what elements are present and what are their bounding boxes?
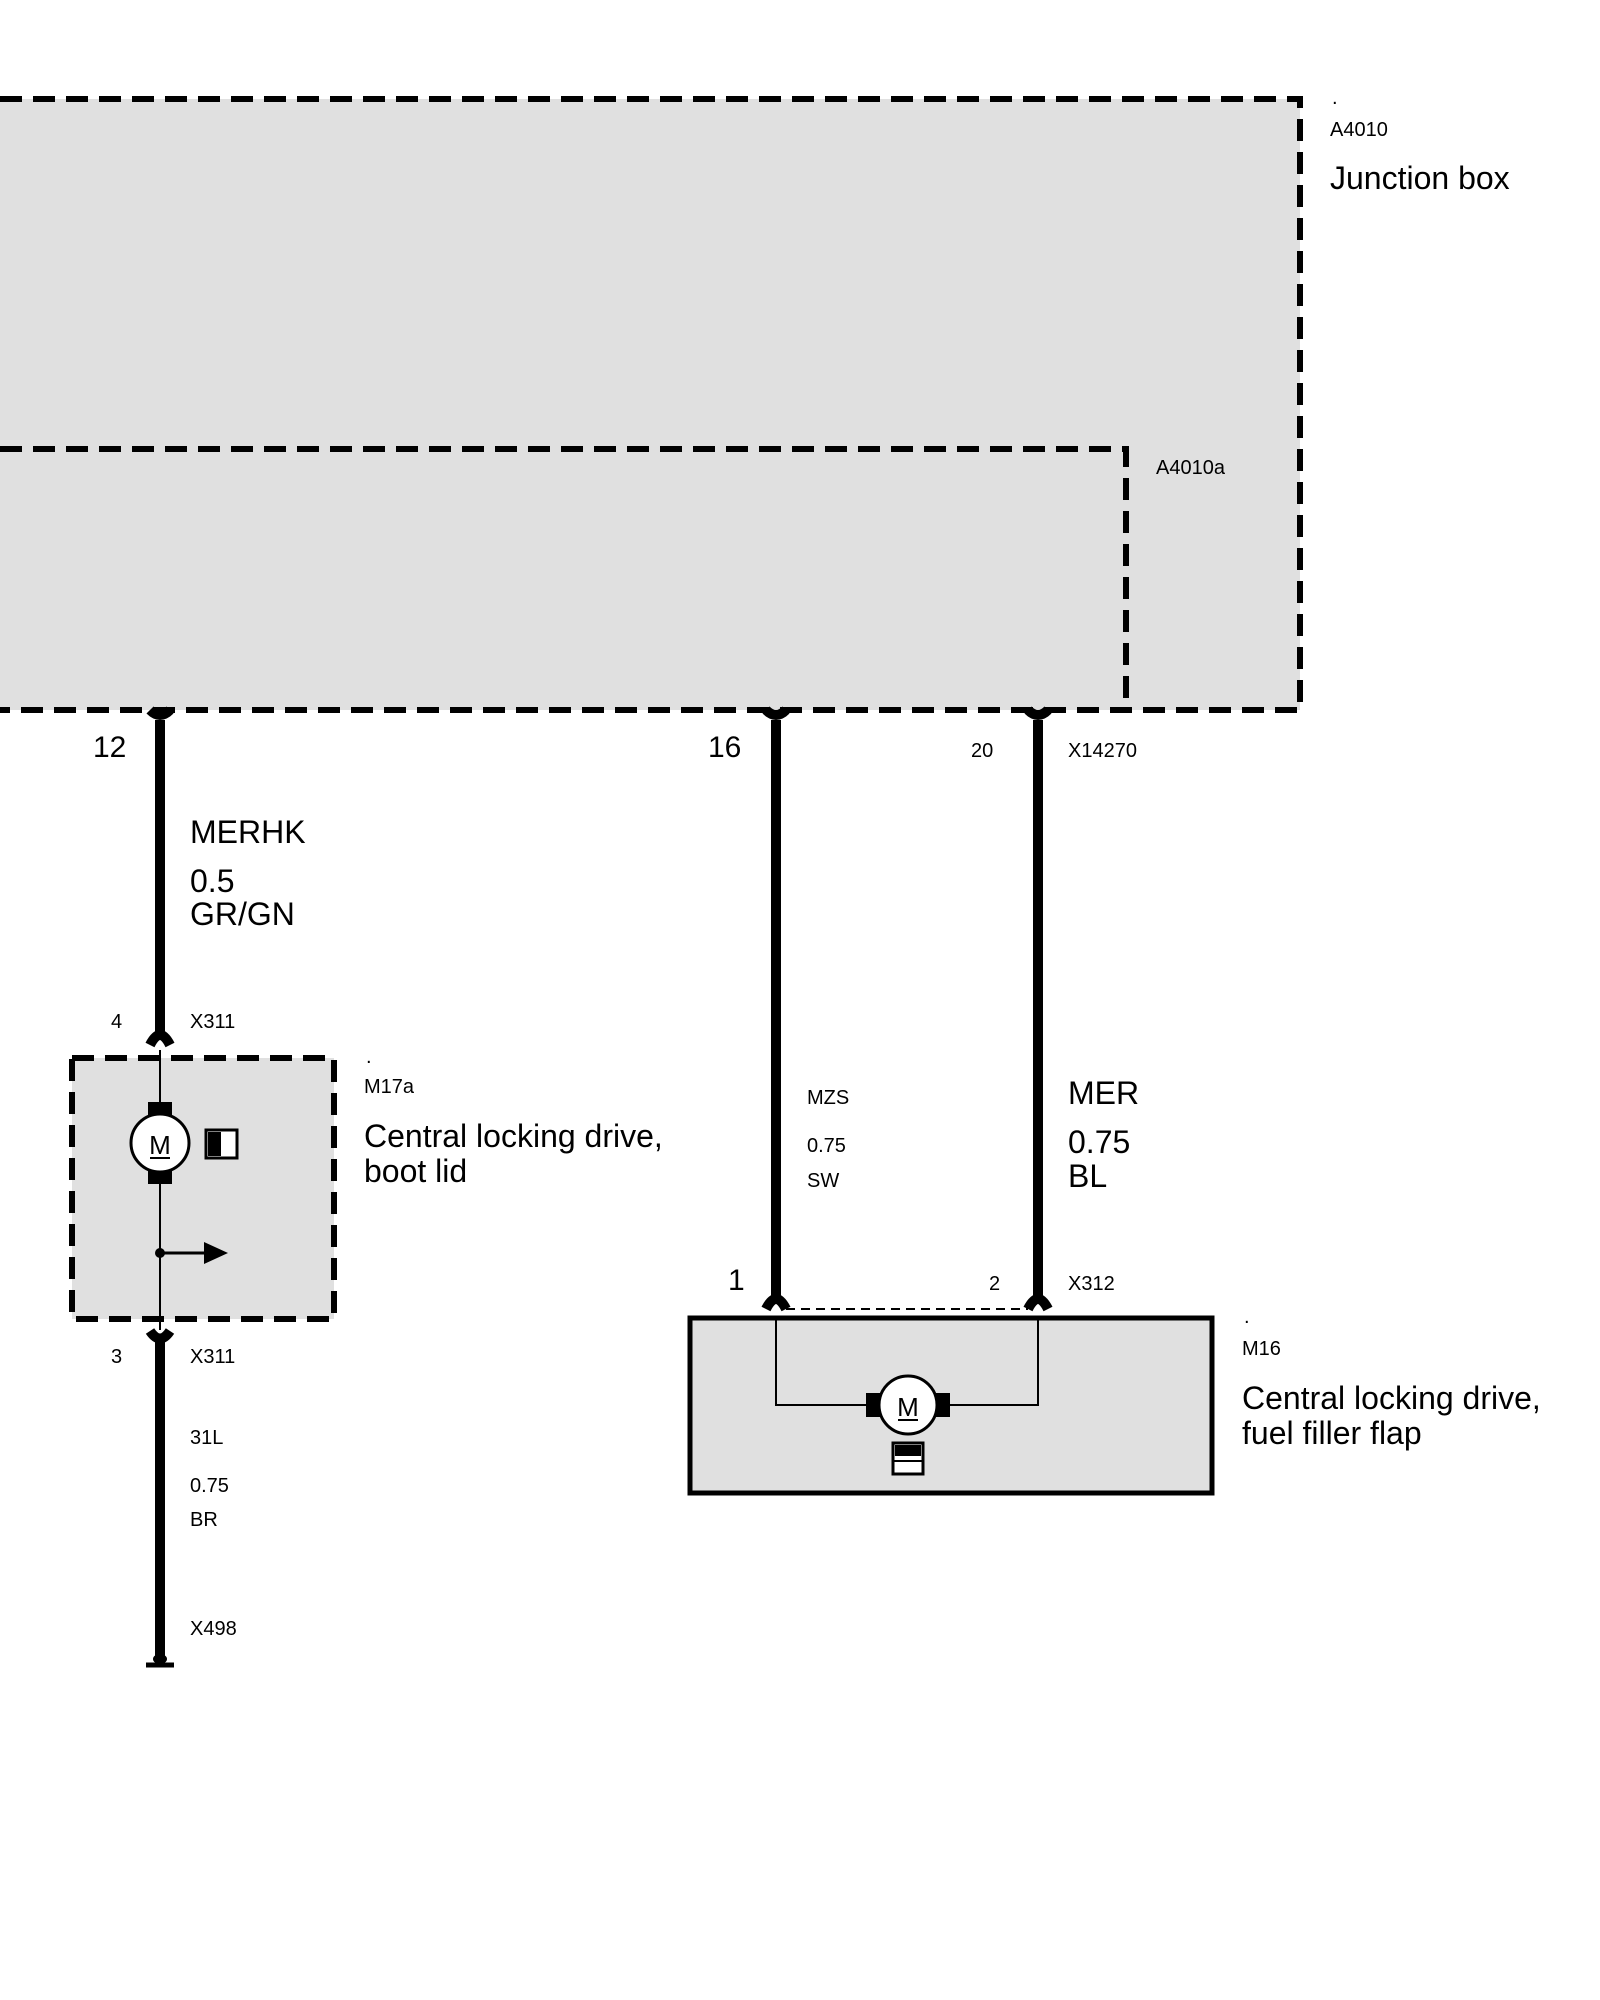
- wire-mzs-top-terminal: [762, 706, 790, 720]
- pin-3-label: 3: [111, 1346, 122, 1368]
- boot-lid-name-line1: Central locking drive,: [364, 1118, 663, 1154]
- fuel-flap-right-lead: [950, 1316, 1039, 1406]
- ground-icon: [146, 1654, 174, 1668]
- boot-lid-drive-fill: [72, 1058, 334, 1319]
- inner-module-border: [0, 446, 1129, 710]
- connector-x311-top: X311: [190, 1011, 235, 1033]
- connector-x311-bottom: X311: [190, 1346, 235, 1368]
- ground-wire-top-terminal: [145, 1327, 175, 1344]
- pin-16-label: 16: [708, 731, 741, 764]
- wire-mer-size: 0.75: [1068, 1124, 1130, 1160]
- lock-actuator-icon: [891, 1441, 925, 1476]
- wire-mzs: 16 MZS 0.75 SW 1: [708, 706, 849, 1312]
- pin-20-label: 20: [971, 740, 993, 762]
- wire-mer-color: BL: [1068, 1158, 1107, 1194]
- wire-merhk-signal: MERHK: [190, 814, 306, 850]
- ground-wire-signal: 31L: [190, 1427, 223, 1449]
- pin-12-label: 12: [93, 731, 126, 764]
- junction-box: . A4010 Junction box A4010a: [0, 87, 1510, 713]
- junction-box-dot: .: [1332, 87, 1338, 109]
- junction-box-border: [0, 96, 1303, 713]
- motor-icon: M: [866, 1374, 950, 1436]
- boot-lid-drive: M . M17a Central locking drive, boot lid: [69, 1046, 663, 1330]
- fuel-flap-id: M16: [1242, 1338, 1281, 1360]
- wire-mzs-signal: MZS: [807, 1087, 849, 1109]
- connector-x312: X312: [1068, 1273, 1115, 1295]
- fuel-flap-motor-letter: M: [897, 1392, 919, 1422]
- ground-wire-size: 0.75: [190, 1475, 229, 1497]
- pin-4-label: 4: [111, 1011, 122, 1033]
- inner-module-id: A4010a: [1156, 457, 1226, 479]
- wire-merhk-size: 0.5: [190, 863, 234, 899]
- wire-mzs-color: SW: [807, 1170, 839, 1192]
- boot-lid-name-line2: boot lid: [364, 1153, 467, 1189]
- fuel-flap-left-lead: [775, 1316, 866, 1406]
- junction-box-name: Junction box: [1330, 160, 1510, 196]
- wire-merhk-top-terminal: [146, 706, 174, 720]
- boot-lid-motor-letter: M: [149, 1130, 171, 1160]
- ground-wire-color: BR: [190, 1509, 218, 1531]
- fuel-flap-dot: .: [1244, 1306, 1250, 1328]
- wire-mzs-bottom-terminal: [761, 1294, 791, 1312]
- junction-box-id: A4010: [1330, 119, 1388, 141]
- wire-mer-bottom-terminal: [1023, 1294, 1053, 1312]
- pin-2-label: 2: [989, 1273, 1000, 1295]
- boot-lid-dot: .: [366, 1046, 372, 1068]
- ground-wire: 3 X311 31L 0.75 BR X498: [111, 1327, 237, 1668]
- arrow-icon: [155, 1242, 228, 1264]
- motor-icon: M: [129, 1102, 191, 1184]
- wire-mer-signal: MER: [1068, 1075, 1139, 1111]
- junction-box-fill: [0, 99, 1300, 710]
- wire-mer-top-terminal: [1024, 706, 1052, 720]
- wire-merhk-color: GR/GN: [190, 896, 295, 932]
- wire-merhk-bottom-terminal: [145, 1030, 175, 1048]
- boot-lid-id: M17a: [364, 1076, 415, 1098]
- wire-mzs-size: 0.75: [807, 1135, 846, 1157]
- ground-point-label: X498: [190, 1618, 237, 1640]
- wire-merhk: 12 MERHK 0.5 GR/GN 4 X311: [93, 706, 306, 1048]
- pin-1-label: 1: [728, 1264, 745, 1297]
- connector-x14270: X14270: [1068, 740, 1137, 762]
- wire-mer: 20 X14270 MER 0.75 BL 2 X312: [971, 706, 1139, 1312]
- fuel-flap-name-line1: Central locking drive,: [1242, 1380, 1541, 1416]
- position-switch-icon: [204, 1128, 239, 1160]
- fuel-flap-drive: M . M16 Central locking drive, fuel fill…: [687, 1306, 1541, 1496]
- fuel-flap-name-line2: fuel filler flap: [1242, 1415, 1422, 1451]
